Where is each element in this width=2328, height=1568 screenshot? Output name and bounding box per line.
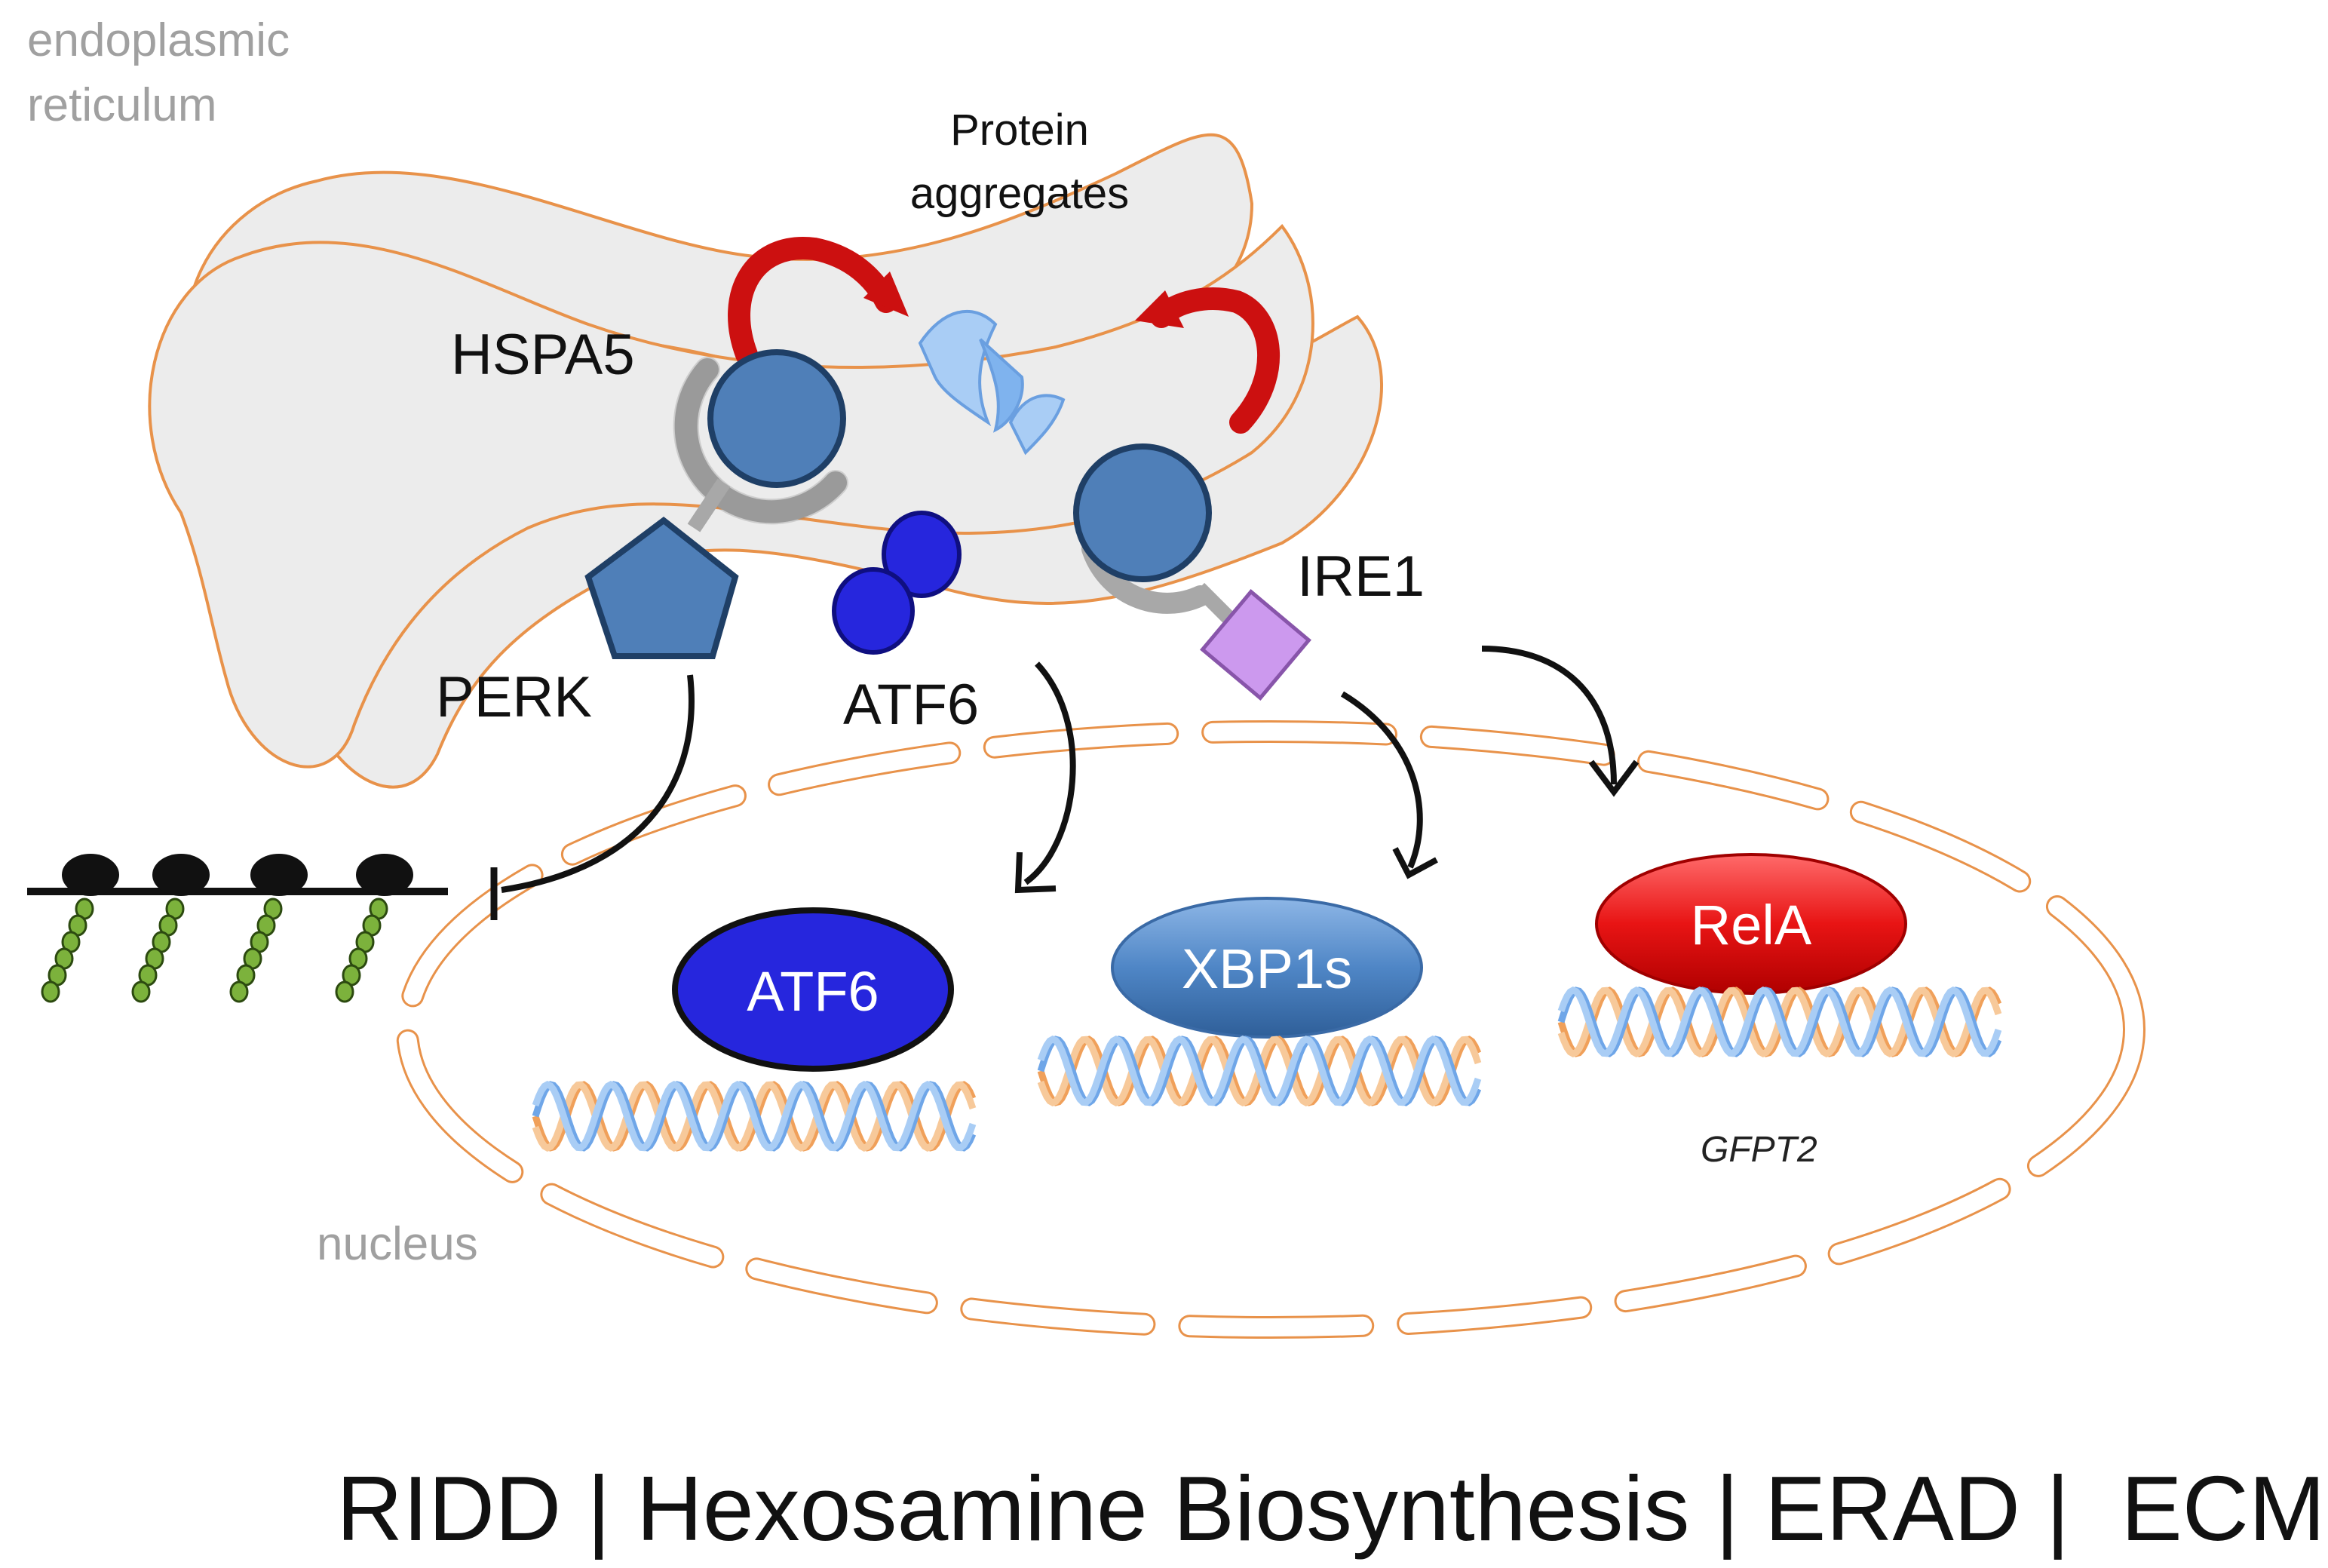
protein-aggregate-icon	[918, 309, 1066, 456]
atf6-nuclear-factor: ATF6	[672, 907, 954, 1072]
ire1-rela-arrow	[1481, 646, 1639, 797]
ire1-kinase-square	[1200, 589, 1311, 701]
perk-label: PERK	[436, 665, 592, 729]
ribosome-membrane	[27, 854, 448, 1003]
hspa5-perk-complex	[584, 349, 848, 659]
xbp1s-label: XBP1s	[1182, 937, 1352, 1000]
perk-inhibition-arrow	[490, 674, 695, 920]
dna-helix-atf6	[532, 1081, 977, 1152]
xbp1s-nuclear-factor: XBP1s	[1111, 897, 1423, 1039]
ire1-label: IRE1	[1297, 545, 1425, 609]
rela-label: RelA	[1691, 894, 1812, 956]
atf6-membrane-label: ATF6	[843, 673, 979, 737]
nucleus-label: nucleus	[317, 1218, 478, 1270]
atf6-nuclear-label: ATF6	[747, 960, 879, 1023]
gfpt2-gene-label: GFPT2	[1701, 1130, 1817, 1170]
atf6-arrow	[1014, 661, 1076, 894]
perk-pentagon	[584, 516, 739, 659]
ire1-complex	[1073, 443, 1311, 701]
bottom-caption: RIDD | Hexosamine Biosynthesis | ERAD | …	[336, 1457, 2325, 1560]
red-arrow-right	[1135, 287, 1281, 434]
dna-helix-xbp1s	[1037, 1036, 1482, 1106]
er-label-line2: reticulum	[27, 79, 217, 131]
protein-aggregates-label-line2: aggregates	[910, 169, 1129, 218]
atf6-membrane-protein	[832, 511, 962, 655]
hspa5-label: HSPA5	[451, 323, 635, 387]
red-arrow-left	[728, 237, 909, 366]
nucleus-envelope	[396, 720, 2146, 1339]
ire1-xbp1s-arrow	[1340, 691, 1438, 879]
er-label-line1: endoplasmic	[27, 14, 290, 66]
hspa5-chaperone-circle	[707, 349, 846, 488]
dna-helix-rela	[1557, 987, 2002, 1057]
rela-nuclear-factor: RelA	[1595, 853, 1907, 995]
protein-aggregates-label-line1: Protein	[950, 106, 1089, 155]
ire1-chaperone-circle	[1073, 443, 1212, 582]
